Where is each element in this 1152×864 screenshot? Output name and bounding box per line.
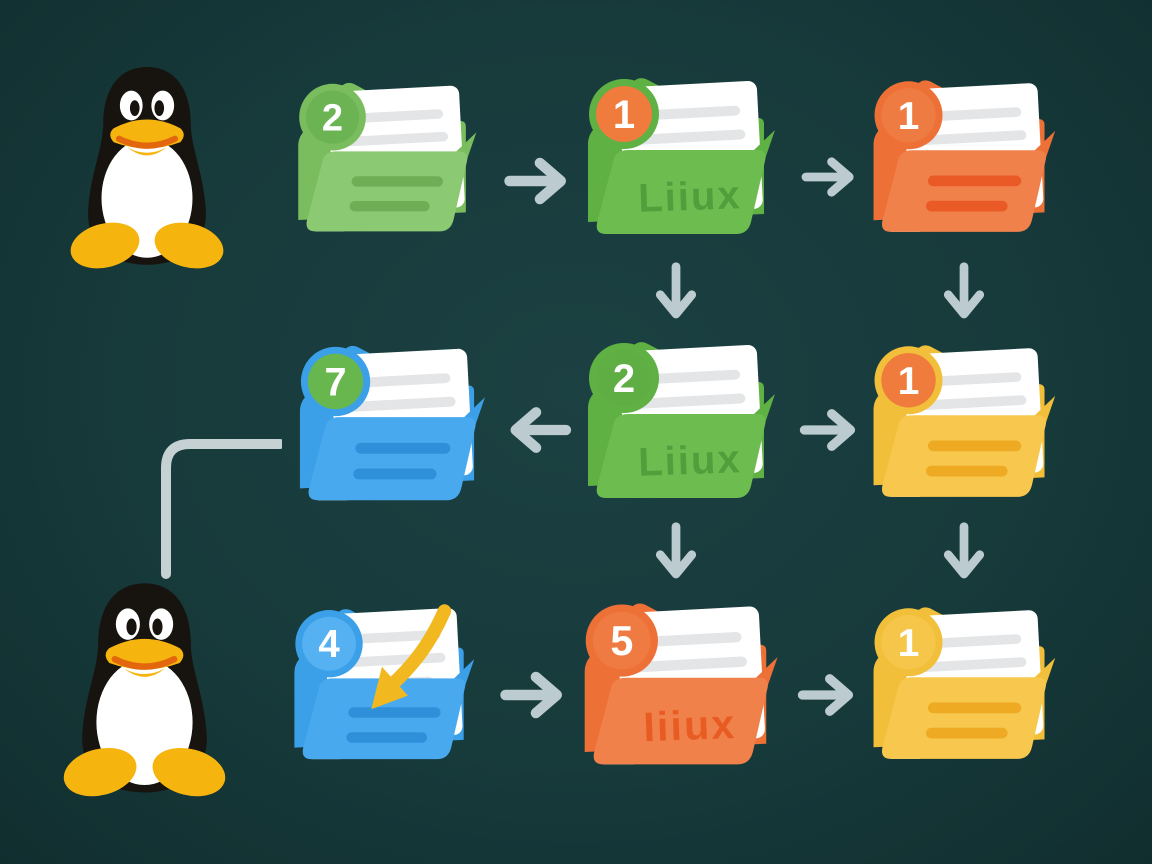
notification-badge (881, 88, 936, 143)
badge-count: 1 (898, 360, 920, 403)
badge-count: 5 (610, 618, 633, 664)
notification-badge (881, 353, 936, 408)
notification-badge (307, 353, 364, 410)
folder-yellow: 1 (858, 330, 1062, 518)
drop-into-folder-arrow-icon (371, 604, 452, 710)
notification-badge (596, 86, 652, 142)
tux-penguin-icon (57, 60, 237, 270)
folder-orange-iiiux: Iiiux 5 (564, 589, 789, 785)
folder-label: Liiux (638, 437, 743, 485)
badge-count: 7 (325, 360, 347, 404)
badge-count: 4 (318, 623, 340, 666)
arrow-down-icon (936, 518, 992, 588)
arrow-right-icon (796, 402, 864, 458)
elbow-connector (152, 428, 282, 580)
folder-orange: 1 (858, 66, 1062, 252)
folder-green-liiux: Liiux 1 (566, 64, 788, 254)
folder-blue-drop: 4 (279, 591, 481, 783)
badge-count: 2 (322, 97, 343, 139)
notification-badge (305, 90, 360, 144)
folder-label: Iiiux (643, 701, 737, 750)
arrow-right-icon (496, 666, 572, 724)
folder-blue-7: 7 (279, 332, 497, 520)
arrow-down-icon (936, 258, 992, 328)
notification-badge (592, 611, 651, 670)
folder-yellow: 1 (858, 589, 1062, 783)
badge-count: 1 (898, 95, 920, 138)
arrow-down-icon (648, 258, 704, 328)
tux-penguin-icon (52, 576, 237, 798)
badge-count: 1 (898, 622, 920, 665)
folder-green-liiux: Liiux 2 (566, 328, 788, 518)
badge-count: 2 (613, 357, 635, 401)
notification-badge (302, 616, 356, 671)
folder-label: Liiux (638, 173, 743, 221)
notification-badge (881, 615, 936, 670)
arrow-right-icon (794, 666, 862, 724)
badge-count: 1 (613, 93, 635, 137)
folder-light-green: 2 (283, 67, 483, 253)
arrow-left-icon (500, 402, 576, 458)
notification-badge (596, 350, 652, 406)
arrow-right-icon (500, 152, 576, 210)
arrow-right-icon (798, 150, 862, 204)
arrow-down-icon (648, 518, 704, 588)
